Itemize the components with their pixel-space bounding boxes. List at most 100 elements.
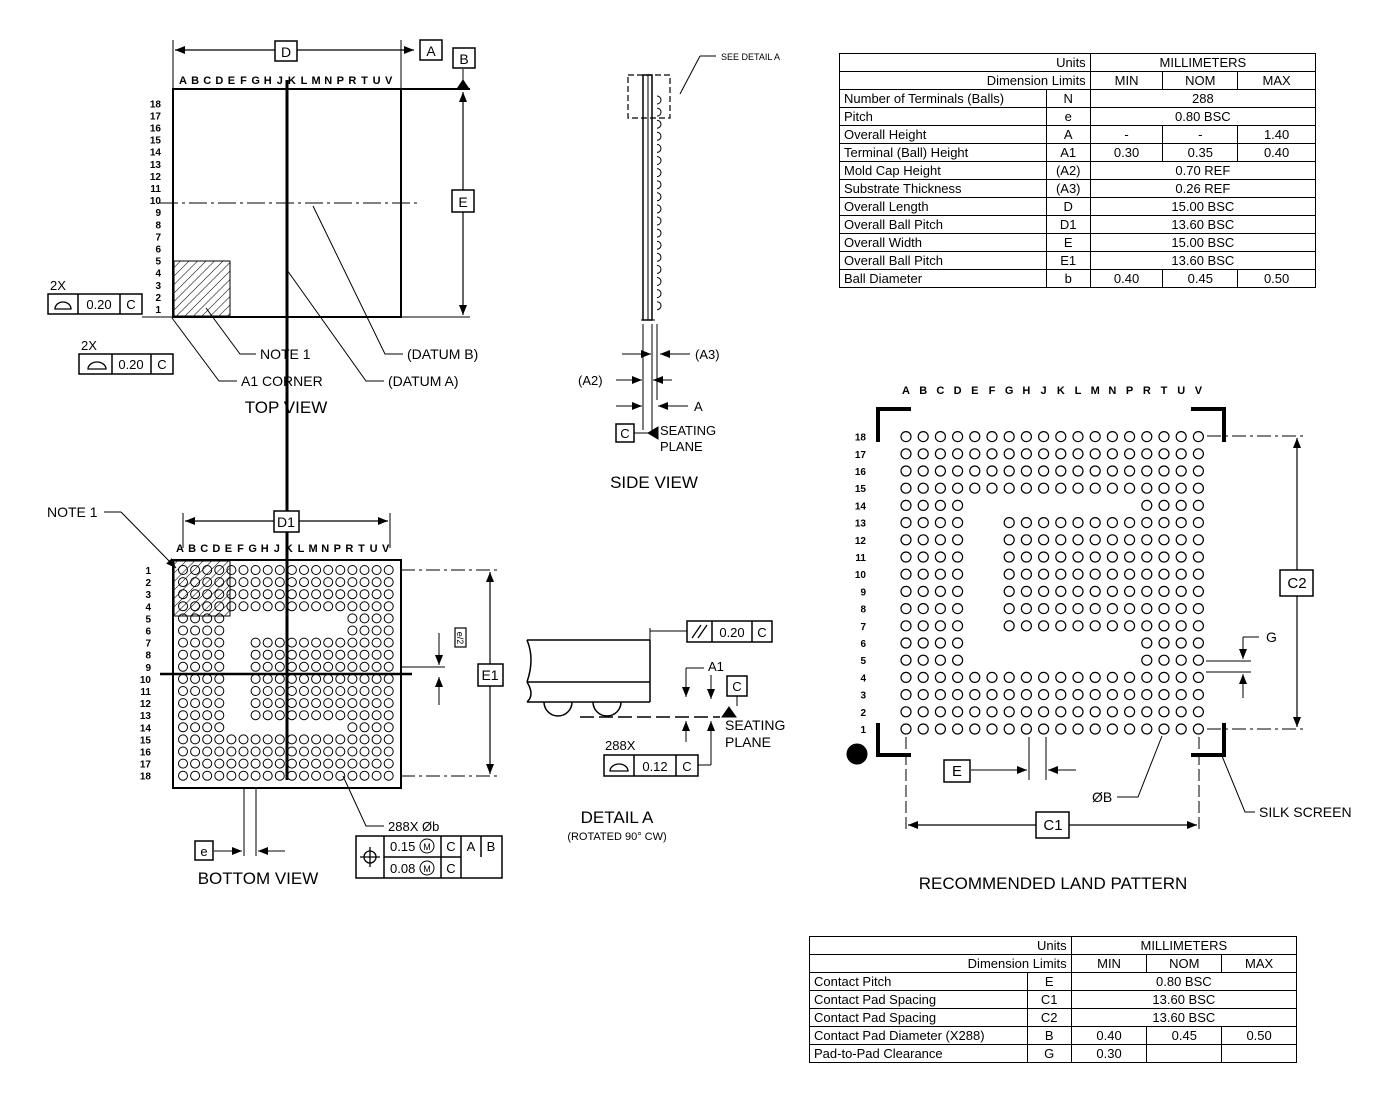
land-pad (1175, 637, 1187, 649)
solder-ball (347, 661, 358, 672)
land-pad (934, 431, 947, 443)
row-name: Pitch (839, 107, 1047, 126)
column-letter: R (348, 75, 356, 87)
solder-ball (214, 770, 225, 781)
land-pad (951, 602, 964, 615)
solder-ball (359, 601, 370, 612)
solder-ball (178, 758, 188, 769)
solder-ball (250, 577, 261, 588)
land-pad (934, 465, 947, 477)
parallel-value: 0.20 (719, 625, 744, 640)
silk-screen-label: SILK SCREEN (1259, 804, 1352, 820)
land-pad (1003, 482, 1015, 494)
solder-ball (178, 770, 188, 781)
land-pad (934, 534, 947, 546)
solder-ball (311, 589, 322, 600)
row-number: 17 (855, 450, 867, 461)
solder-ball (214, 589, 225, 600)
land-pad (1141, 482, 1153, 494)
solder-ball (359, 698, 370, 709)
land-pad (900, 516, 912, 529)
solder-ball (371, 625, 382, 636)
land-pad (1089, 602, 1101, 615)
land-pad (1141, 620, 1153, 632)
solder-ball (202, 722, 213, 733)
land-pad (900, 688, 912, 701)
column-letter: H (264, 75, 272, 87)
row-min: 0.30 (1089, 143, 1164, 162)
solder-ball (178, 625, 188, 636)
land-pad (1003, 723, 1015, 735)
land-pad (1037, 431, 1050, 443)
column-letter: V (385, 75, 393, 87)
row-min: 0.40 (1070, 1026, 1148, 1045)
solder-ball (383, 758, 394, 769)
land-pad (900, 465, 912, 477)
land-pad (1003, 602, 1015, 615)
row-max: 1.40 (1237, 125, 1316, 144)
land-pad (1192, 516, 1205, 529)
land-pad (1037, 448, 1050, 460)
land-pad (1106, 602, 1119, 615)
solder-ball (383, 613, 394, 624)
column-letter: K (288, 75, 296, 87)
row-number: 7 (145, 639, 151, 650)
solder-ball (347, 613, 358, 624)
solder-ball (214, 710, 225, 721)
table-row: Units MILLIMETERS (809, 936, 1298, 955)
row-number: 18 (855, 433, 867, 444)
solder-ball (214, 758, 225, 769)
solder-ball (250, 698, 261, 709)
row-value: 0.26 REF (1089, 179, 1317, 198)
solder-ball (371, 673, 382, 684)
land-pad (1141, 637, 1153, 649)
solder-ball (250, 565, 261, 575)
land-pad (1141, 534, 1153, 546)
table-row: Dimension Limits MIN NOM MAX (839, 71, 1316, 90)
side-ball (656, 252, 662, 262)
column-letter: F (237, 543, 244, 555)
solder-ball (214, 625, 225, 636)
solder-ball (202, 734, 213, 745)
solder-ball (214, 637, 225, 648)
column-letter: V (382, 543, 390, 555)
land-pad (1003, 671, 1015, 684)
row-symbol: B (1026, 1026, 1072, 1045)
land-pad (1072, 568, 1084, 580)
solder-ball (335, 577, 346, 588)
side-ball (656, 192, 662, 202)
column-letter: L (298, 543, 305, 555)
solder-ball (383, 625, 394, 636)
column-letter: U (1177, 385, 1185, 397)
land-pad (1158, 637, 1170, 649)
land-pad (951, 620, 964, 632)
solder-ball (190, 734, 201, 745)
solder-ball (202, 565, 213, 575)
solder-ball (262, 565, 273, 575)
land-pad (1141, 568, 1153, 580)
column-letter: G (248, 543, 257, 555)
solder-ball (335, 698, 346, 709)
solder-ball (190, 770, 201, 781)
row-number: 18 (140, 772, 152, 783)
table-row: Dimension Limits MIN NOM MAX (809, 954, 1297, 973)
land-pad (934, 516, 947, 529)
solder-ball (359, 589, 370, 600)
row-nom: 0.35 (1162, 143, 1239, 162)
solder-ball (371, 613, 382, 624)
solder-ball (178, 710, 188, 721)
column-letter: M (1091, 385, 1100, 397)
land-pad (1037, 688, 1050, 701)
solder-ball (323, 649, 334, 660)
column-letter: D (215, 75, 223, 87)
land-pad (900, 706, 912, 718)
solder-ball (274, 673, 285, 684)
solder-ball (274, 577, 285, 588)
land-pad (1072, 723, 1084, 735)
solder-ball (383, 589, 394, 600)
solder-ball (178, 722, 188, 733)
solder-ball (178, 589, 188, 600)
